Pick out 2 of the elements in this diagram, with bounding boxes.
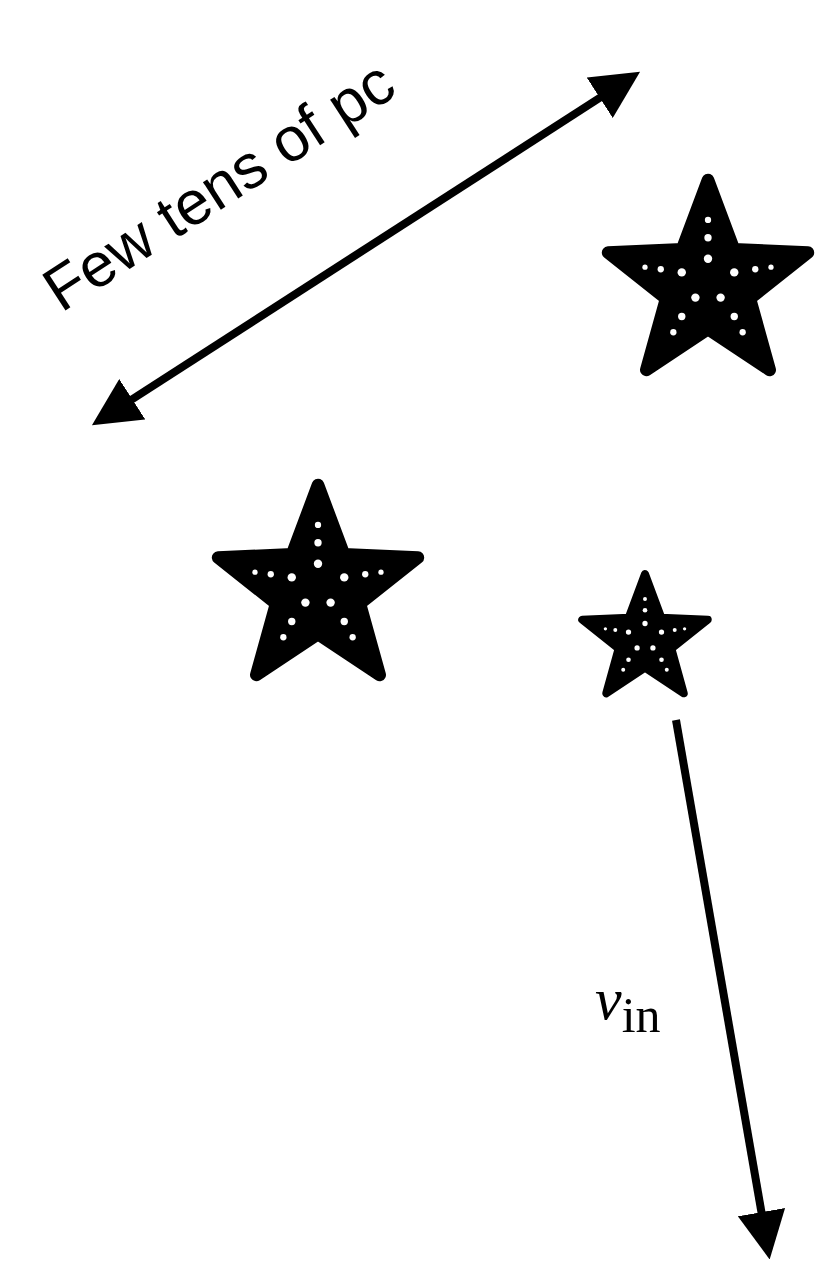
distance-label: Few tens of pc [29,45,407,325]
velocity-label: v$_{in}$ [595,965,661,1044]
